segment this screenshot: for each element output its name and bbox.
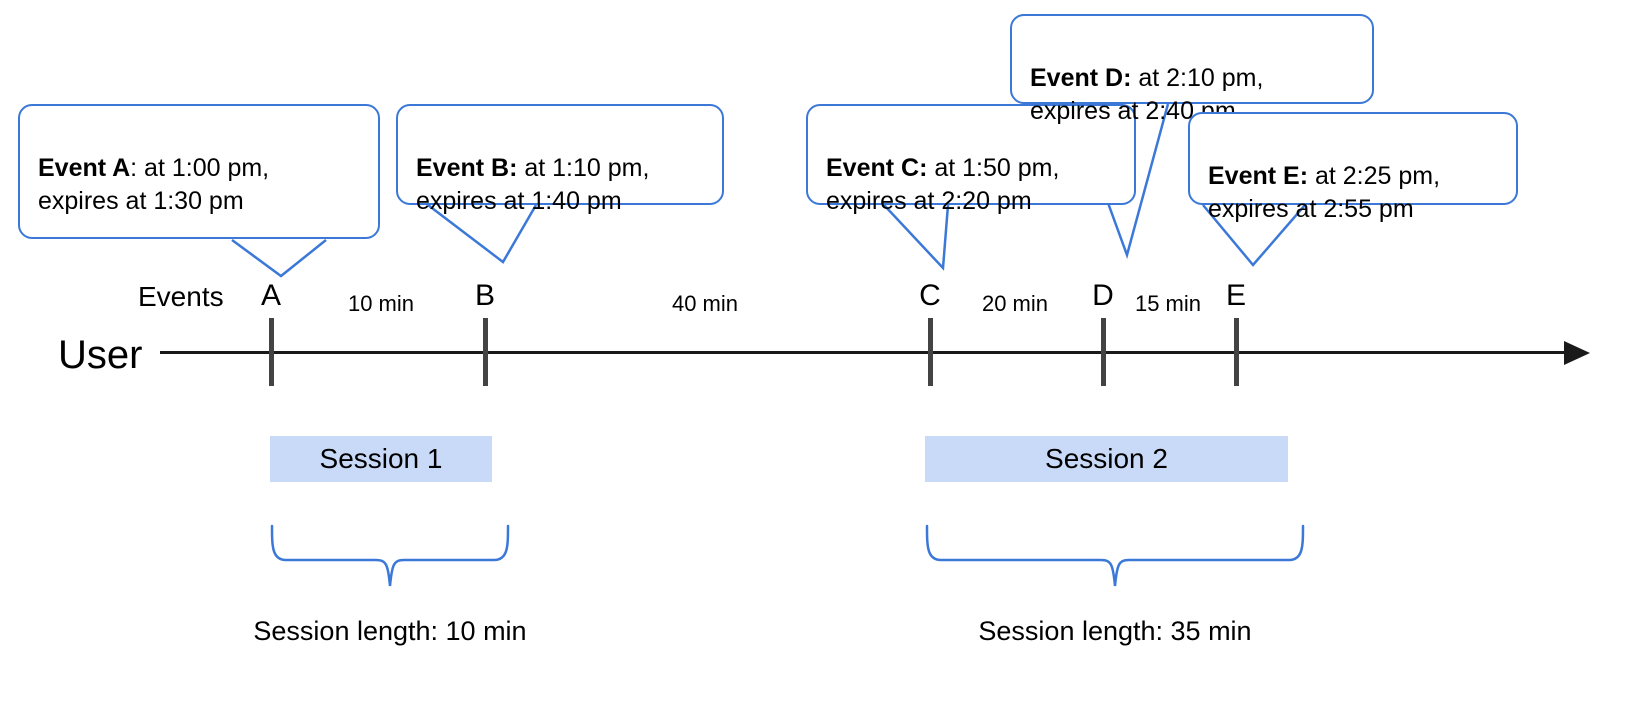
callout-event-e-name: Event E: <box>1208 162 1309 190</box>
callout-event-d-name: Event D: <box>1030 64 1132 92</box>
tick-mark-a <box>269 318 274 386</box>
session-2-brace <box>915 520 1315 592</box>
tick-mark-e <box>1234 318 1239 386</box>
session-bar-1-label: Session 1 <box>319 443 443 474</box>
callout-event-e[interactable]: Event E: at 2:25 pm, expires at 2:55 pm <box>1188 112 1518 223</box>
gap-label-d-e: 15 min <box>1134 291 1202 316</box>
tick-label-c: C <box>919 279 941 312</box>
session-bar-1[interactable]: Session 1 <box>270 436 492 482</box>
user-row-label: User <box>58 333 143 377</box>
tick-label-a: A <box>260 279 281 312</box>
gap-label-c-d: 20 min <box>981 291 1049 316</box>
session-bar-2-label: Session 2 <box>1045 443 1168 474</box>
callout-event-a-sep: : <box>130 154 138 182</box>
tick-mark-b <box>483 318 488 386</box>
tick-mark-d <box>1101 318 1106 386</box>
tick-label-b: B <box>474 279 495 312</box>
tick-mark-c <box>928 318 933 386</box>
callout-event-b-name: Event B: <box>416 154 518 182</box>
timeline-axis <box>160 351 1568 354</box>
session-bar-2[interactable]: Session 2 <box>925 436 1288 482</box>
tick-label-d: D <box>1092 279 1114 312</box>
callout-event-c-name: Event C: <box>826 154 928 182</box>
callout-event-a-name: Event A <box>38 154 131 182</box>
timeline-axis-arrowhead <box>1564 341 1590 365</box>
session-1-brace <box>260 520 520 592</box>
events-row-label: Events <box>138 281 224 312</box>
callout-event-b[interactable]: Event B: at 1:10 pm, expires at 1:40 pm <box>396 104 724 215</box>
session-2-length-caption: Session length: 35 min <box>978 616 1252 646</box>
callout-event-a[interactable]: Event A: at 1:00 pm, expires at 1:30 pm <box>18 104 380 239</box>
tick-label-e: E <box>1225 279 1246 312</box>
callout-event-a-text: at 1:00 pm, expires at 1:30 pm <box>38 154 270 215</box>
gap-label-b-c: 40 min <box>671 291 739 316</box>
callout-event-d[interactable]: Event D: at 2:10 pm, expires at 2:40 pm <box>1010 14 1374 125</box>
gap-label-a-b: 10 min <box>347 291 415 316</box>
session-1-length-caption: Session length: 10 min <box>253 616 527 646</box>
